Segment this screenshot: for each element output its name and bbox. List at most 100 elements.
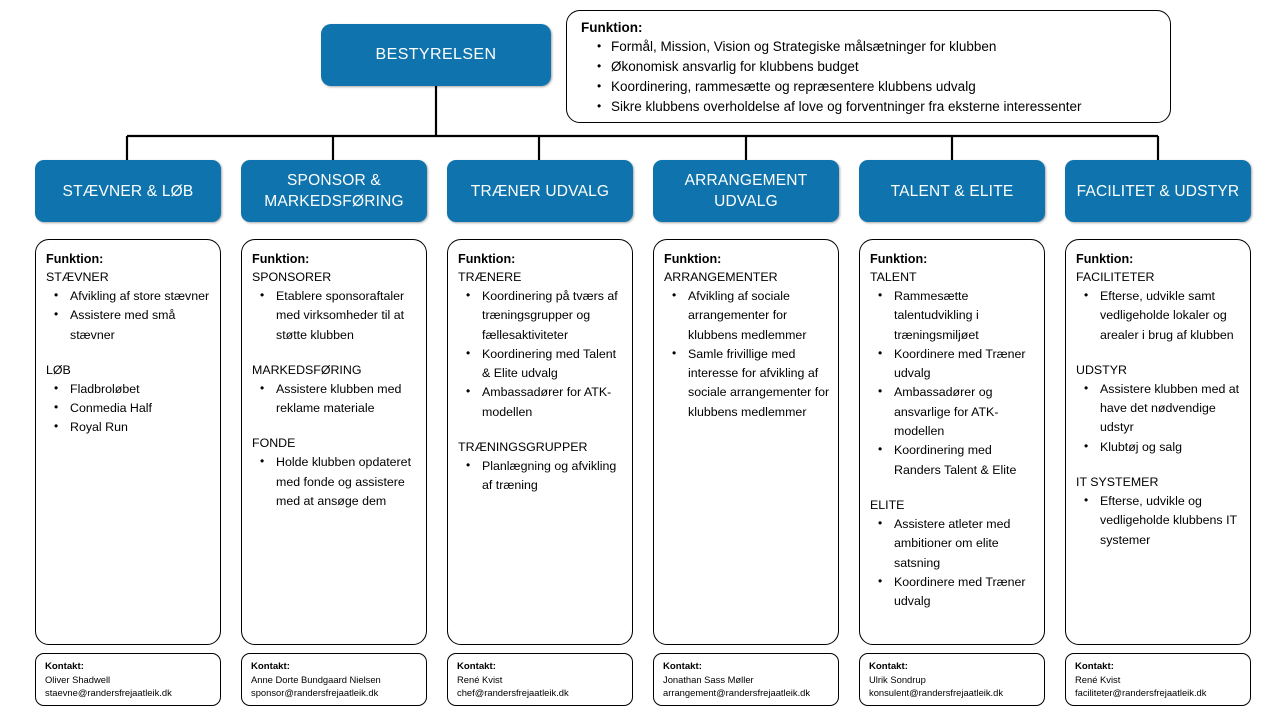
list-item: Royal Run xyxy=(46,417,212,437)
list-item: Formål, Mission, Vision og Strategiske m… xyxy=(597,36,1158,57)
dept-head-talent-elite[interactable]: TALENT & ELITE xyxy=(859,160,1045,222)
function-group-title: SPONSORER xyxy=(252,270,332,284)
function-group-title: TRÆNERE xyxy=(458,270,522,284)
function-title: Funktion: xyxy=(46,252,104,266)
function-group: SPONSORER Etablere sponsoraftaler med vi… xyxy=(252,268,418,345)
contact-name: Jonathan Sass Møller xyxy=(663,674,754,685)
contact-email[interactable]: konsulent@randersfrejaatleik.dk xyxy=(869,687,1004,698)
list-item: Efterse, udvikle samt vedligeholde lokal… xyxy=(1076,286,1242,345)
list-item: Efterse, udvikle og vedligeholde klubben… xyxy=(1076,491,1242,550)
column-talent-elite: TALENT & ELITE Funktion: TALENT Rammesæt… xyxy=(859,160,1045,706)
dept-head-facilitet-udstyr[interactable]: FACILITET & UDSTYR xyxy=(1065,160,1251,222)
dept-head-label: SPONSOR & MARKEDSFØRING xyxy=(264,172,404,210)
contact-box: Kontakt: Anne Dorte Bundgaard Nielsen sp… xyxy=(241,653,427,706)
board-label: BESTYRELSEN xyxy=(375,46,497,63)
function-group: FACILITETER Efterse, udvikle samt vedlig… xyxy=(1076,268,1242,345)
list-item: Etablere sponsoraftaler med virksomheder… xyxy=(252,286,418,345)
function-group-title: TRÆNINGSGRUPPER xyxy=(458,440,588,455)
function-group: MARKEDSFØRING Assistere klubben med rekl… xyxy=(252,361,418,419)
function-group-list: Efterse, udvikle og vedligeholde klubben… xyxy=(1076,491,1242,550)
contact-name: Ulrik Sondrup xyxy=(869,674,926,685)
list-item: Koordinering, rammesætte og repræsentere… xyxy=(597,76,1158,97)
function-group: FONDE Holde klubben opdateret med fonde … xyxy=(252,434,418,511)
function-group: TALENT Rammesætte talentudvikling i træn… xyxy=(870,268,1036,480)
contact-email[interactable]: staevne@randersfrejaatleik.dk xyxy=(45,687,172,698)
contact-box: Kontakt: Oliver Shadwell staevne@randers… xyxy=(35,653,221,706)
function-group: LØB Fladbroløbet Conmedia Half Royal Run xyxy=(46,361,212,438)
list-item: Samle frivillige med interesse for afvik… xyxy=(664,344,830,422)
list-item: Holde klubben opdateret med fonde og ass… xyxy=(252,452,418,511)
contact-name: René Kvist xyxy=(1075,674,1121,685)
function-group-title: MARKEDSFØRING xyxy=(252,362,362,377)
contact-box: Kontakt: René Kvist chef@randersfrejaatl… xyxy=(447,653,633,706)
contact-box: Kontakt: Jonathan Sass Møller arrangemen… xyxy=(653,653,839,706)
contact-title: Kontakt: xyxy=(457,661,496,672)
function-group-title: TALENT xyxy=(870,270,917,284)
list-item: Koordinering med Randers Talent & Elite xyxy=(870,440,1036,480)
function-group-title: LØB xyxy=(46,362,71,377)
dept-head-traener-udvalg[interactable]: TRÆNER UDVALG xyxy=(447,160,633,222)
function-box: Funktion: ARRANGEMENTER Afvikling af soc… xyxy=(653,239,839,645)
dept-head-label: STÆVNER & LØB xyxy=(62,182,194,200)
function-title: Funktion: xyxy=(252,252,310,266)
function-group: TRÆNINGSGRUPPER Planlægning og afvikling… xyxy=(458,438,624,496)
function-group-list: Assistere klubben med reklame materiale xyxy=(252,379,418,419)
function-group-title: UDSTYR xyxy=(1076,362,1127,377)
contact-box: Kontakt: Ulrik Sondrup konsulent@randers… xyxy=(859,653,1045,706)
function-group-list: Afvikling af store stævner Assistere med… xyxy=(46,286,212,345)
board-function-title: Funktion: xyxy=(581,20,643,35)
contact-name: Oliver Shadwell xyxy=(45,674,111,685)
function-group-title: ARRANGEMENTER xyxy=(664,270,778,284)
contact-title: Kontakt: xyxy=(663,661,702,672)
dept-head-arrangement-udvalg[interactable]: ARRANGEMENT UDVALG xyxy=(653,160,839,222)
list-item: Koordinering på tværs af træningsgrupper… xyxy=(458,286,624,345)
function-group-list: Etablere sponsoraftaler med virksomheder… xyxy=(252,286,418,345)
list-item: Ambassadører og ansvarlige for ATK-model… xyxy=(870,382,1036,441)
function-group-list: Assistere klubben med at have det nødven… xyxy=(1076,379,1242,457)
dept-head-staevner-lob[interactable]: STÆVNER & LØB xyxy=(35,160,221,222)
function-box: Funktion: SPONSORER Etablere sponsorafta… xyxy=(241,239,427,645)
dept-head-label: TRÆNER UDVALG xyxy=(470,182,610,200)
function-title: Funktion: xyxy=(458,252,516,266)
list-item: Afvikling af sociale arrangementer for k… xyxy=(664,286,830,345)
list-item: Conmedia Half xyxy=(46,398,212,418)
list-item: Koordinere med Træner udvalg xyxy=(870,344,1036,384)
contact-title: Kontakt: xyxy=(45,661,84,672)
contact-name: René Kvist xyxy=(457,674,503,685)
function-group-list: Fladbroløbet Conmedia Half Royal Run xyxy=(46,379,212,438)
function-group-list: Holde klubben opdateret med fonde og ass… xyxy=(252,452,418,511)
column-sponsor-markedsforing: SPONSOR & MARKEDSFØRING Funktion: SPONSO… xyxy=(241,160,427,706)
dept-head-label: FACILITET & UDSTYR xyxy=(1076,182,1240,200)
function-group-list: Koordinering på tværs af træningsgrupper… xyxy=(458,286,624,422)
contact-title: Kontakt: xyxy=(1075,661,1114,672)
list-item: Assistere med små stævner xyxy=(46,305,212,345)
contact-title: Kontakt: xyxy=(251,661,290,672)
contact-email[interactable]: sponsor@randersfrejaatleik.dk xyxy=(251,687,379,698)
column-facilitet-udstyr: FACILITET & UDSTYR Funktion: FACILITETER… xyxy=(1065,160,1251,706)
contact-name: Anne Dorte Bundgaard Nielsen xyxy=(251,674,381,685)
column-arrangement-udvalg: ARRANGEMENT UDVALG Funktion: ARRANGEMENT… xyxy=(653,160,839,706)
dept-head-sponsor-markedsforing[interactable]: SPONSOR & MARKEDSFØRING xyxy=(241,160,427,222)
list-item: Klubtøj og salg xyxy=(1076,437,1242,457)
list-item: Ambassadører for ATK-modellen xyxy=(458,382,624,422)
function-group-list: Afvikling af sociale arrangementer for k… xyxy=(664,286,830,422)
top-row: BESTYRELSEN Funktion: Formål, Mission, V… xyxy=(0,10,1280,125)
function-group-list: Assistere atleter med ambitioner om elit… xyxy=(870,514,1036,611)
function-box: Funktion: TRÆNERE Koordinering på tværs … xyxy=(447,239,633,645)
function-group-title: ELITE xyxy=(870,497,905,512)
function-group: UDSTYR Assistere klubben med at have det… xyxy=(1076,361,1242,457)
list-item: Økonomisk ansvarlig for klubbens budget xyxy=(597,56,1158,77)
function-group-title: FONDE xyxy=(252,436,296,451)
contact-email[interactable]: arrangement@randersfrejaatleik.dk xyxy=(663,687,811,698)
function-box: Funktion: STÆVNER Afvikling af store stæ… xyxy=(35,239,221,645)
contact-email[interactable]: faciliteter@randersfrejaatleik.dk xyxy=(1075,687,1207,698)
list-item: Sikre klubbens overholdelse af love og f… xyxy=(597,96,1158,117)
dept-head-label: TALENT & ELITE xyxy=(890,182,1014,200)
function-group: TRÆNERE Koordinering på tværs af træning… xyxy=(458,268,624,422)
function-group-list: Planlægning og afvikling af træning xyxy=(458,456,624,496)
function-group: ARRANGEMENTER Afvikling af sociale arran… xyxy=(664,268,830,422)
contact-email[interactable]: chef@randersfrejaatleik.dk xyxy=(457,687,569,698)
board-node[interactable]: BESTYRELSEN xyxy=(321,24,551,86)
list-item: Afvikling af store stævner xyxy=(46,286,212,306)
